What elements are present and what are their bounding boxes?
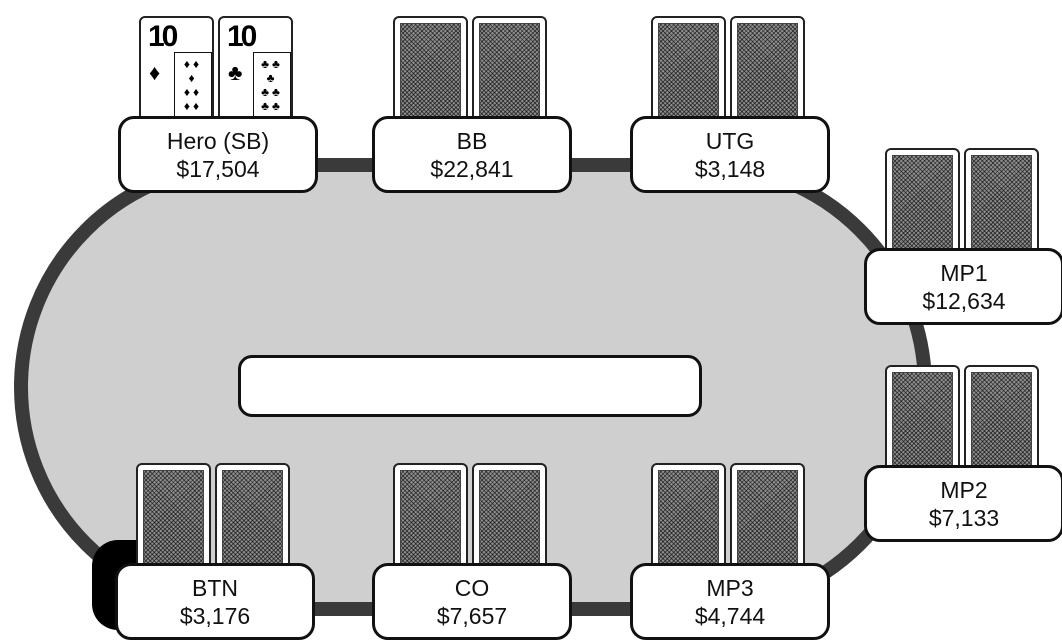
seat-utg[interactable]: UTG $3,148 bbox=[630, 16, 830, 196]
card-back bbox=[651, 16, 726, 129]
card-back bbox=[215, 463, 290, 576]
hero-card-1[interactable]: 10 ♦ ♦♦♦♦♦♦♦♦ bbox=[139, 16, 214, 129]
seat-plate: BTN $3,176 bbox=[115, 563, 315, 640]
seat-hero-sb[interactable]: 10 ♦ ♦♦♦♦♦♦♦♦ 10 ♣ ♣♣♣♣♣♣♣♣ Hero (SB) $1… bbox=[118, 16, 318, 196]
seat-name: CO bbox=[375, 574, 569, 602]
seat-plate: MP2 $7,133 bbox=[864, 465, 1062, 542]
card-back bbox=[964, 148, 1039, 261]
card-rank: 10 bbox=[148, 22, 175, 52]
seat-stack: $22,841 bbox=[375, 155, 569, 183]
diamond-icon: ♦ bbox=[149, 62, 160, 84]
seat-name: UTG bbox=[633, 127, 827, 155]
seat-plate: CO $7,657 bbox=[372, 563, 572, 640]
card-back bbox=[393, 463, 468, 576]
seat-mp3[interactable]: MP3 $4,744 bbox=[630, 463, 830, 643]
hero-card-2[interactable]: 10 ♣ ♣♣♣♣♣♣♣♣ bbox=[218, 16, 293, 129]
seat-plate: UTG $3,148 bbox=[630, 116, 830, 193]
seat-co[interactable]: CO $7,657 bbox=[372, 463, 572, 643]
card-back bbox=[472, 463, 547, 576]
seat-name: BB bbox=[375, 127, 569, 155]
seat-stack: $3,176 bbox=[118, 602, 312, 630]
seat-plate: Hero (SB) $17,504 bbox=[118, 116, 318, 193]
seat-stack: $17,504 bbox=[121, 155, 315, 183]
seat-plate: MP1 $12,634 bbox=[864, 248, 1062, 325]
card-back bbox=[964, 365, 1039, 478]
card-back bbox=[885, 148, 960, 261]
seat-name: BTN bbox=[118, 574, 312, 602]
card-back bbox=[136, 463, 211, 576]
seat-btn[interactable]: BTN $3,176 bbox=[115, 463, 315, 643]
card-back bbox=[651, 463, 726, 576]
seat-stack: $7,657 bbox=[375, 602, 569, 630]
seat-bb[interactable]: BB $22,841 bbox=[372, 16, 572, 196]
seat-stack: $3,148 bbox=[633, 155, 827, 183]
seat-mp2[interactable]: MP2 $7,133 bbox=[864, 365, 1062, 545]
seat-stack: $7,133 bbox=[867, 504, 1061, 532]
seat-stack: $4,744 bbox=[633, 602, 827, 630]
seat-plate: MP3 $4,744 bbox=[630, 563, 830, 640]
seat-mp1[interactable]: MP1 $12,634 bbox=[864, 148, 1062, 328]
seat-plate: BB $22,841 bbox=[372, 116, 572, 193]
card-back bbox=[472, 16, 547, 129]
seat-name: Hero (SB) bbox=[121, 127, 315, 155]
seat-name: MP2 bbox=[867, 476, 1061, 504]
seat-name: MP1 bbox=[867, 259, 1061, 287]
card-back bbox=[393, 16, 468, 129]
pot-display bbox=[238, 355, 702, 417]
card-back bbox=[885, 365, 960, 478]
card-back bbox=[730, 16, 805, 129]
card-back bbox=[730, 463, 805, 576]
card-rank: 10 bbox=[227, 22, 254, 52]
club-icon: ♣ bbox=[228, 62, 242, 84]
seat-stack: $12,634 bbox=[867, 287, 1061, 315]
seat-name: MP3 bbox=[633, 574, 827, 602]
